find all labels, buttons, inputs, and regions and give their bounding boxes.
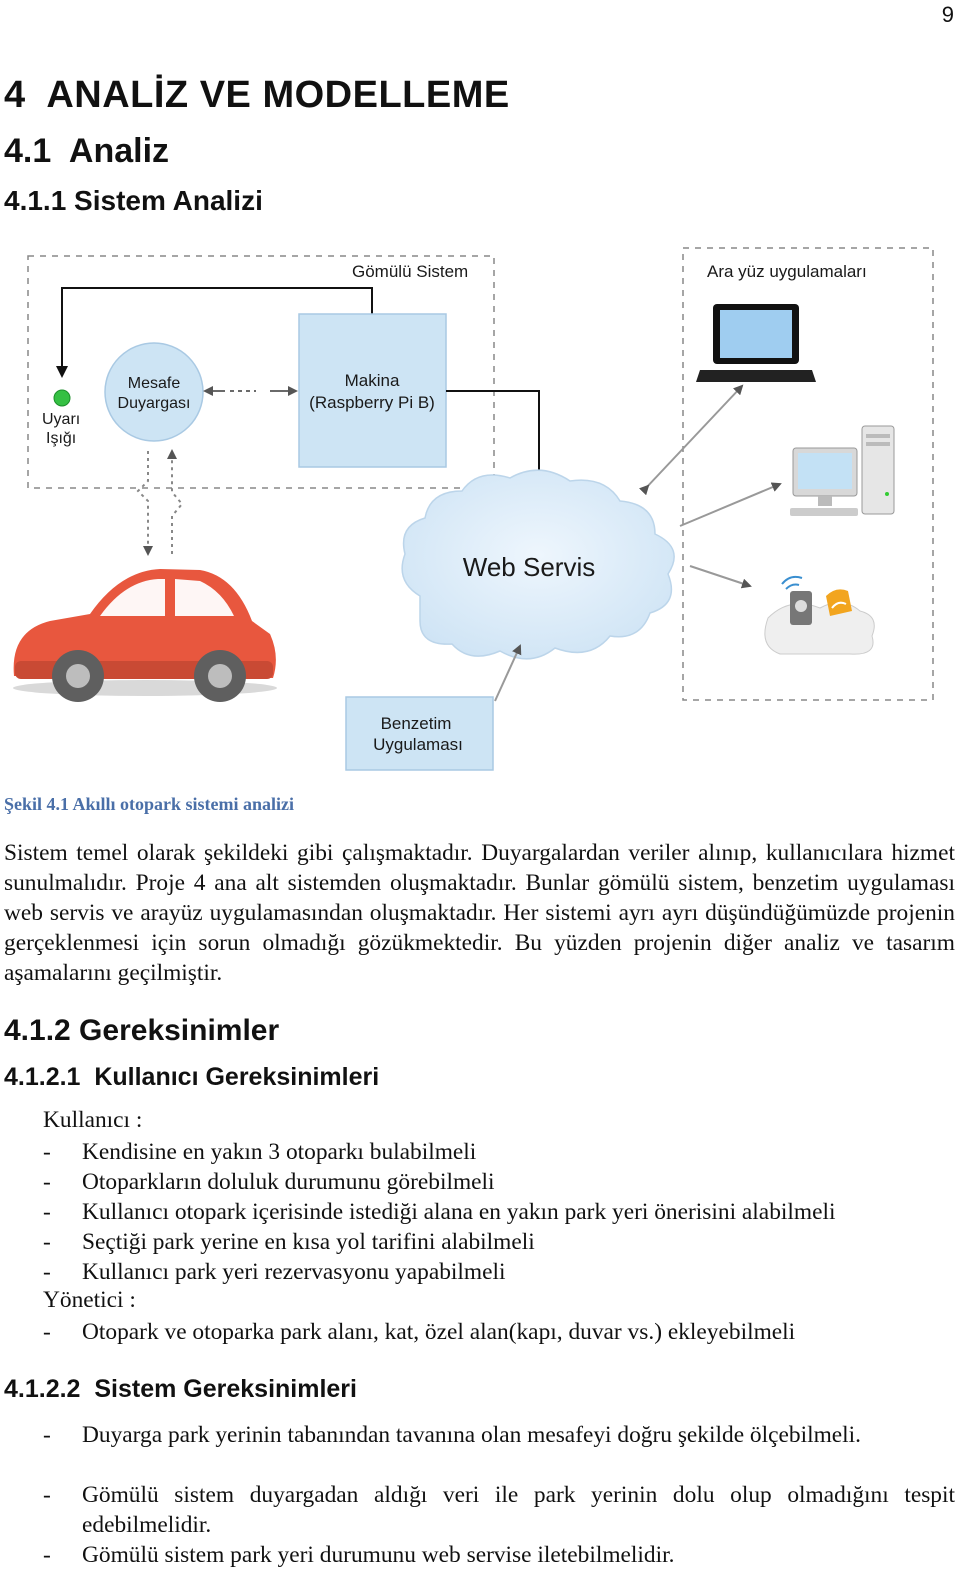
list-item: - Duyarga park yerinin tabanından tavanı… [43, 1420, 955, 1450]
chapter-heading: 4 ANALİZ VE MODELLEME [4, 74, 510, 116]
machine-node [298, 313, 447, 468]
list-dash: - [43, 1199, 51, 1225]
system-item-2: Gömülü sistem duyargadan aldığı veri ile… [82, 1482, 955, 1538]
system-analysis-diagram: Gömülü Sistem Ara yüz uygulamaları Uyarı… [13, 247, 934, 771]
desktop-icon [790, 425, 895, 516]
user-item-3: Kullanıcı otopark içerisinde istediği al… [82, 1199, 836, 1225]
user-item-1: Kendisine en yakın 3 otoparkı bulabilmel… [82, 1139, 477, 1165]
list-item: - Otoparkların doluluk durumunu görebilm… [43, 1167, 955, 1197]
list-item: - Gömülü sistem park yeri durumunu web s… [43, 1540, 955, 1570]
warning-light-icon [53, 389, 71, 407]
machine-label-2: (Raspberry Pi B) [309, 393, 435, 412]
list-dash: - [43, 1422, 51, 1448]
user-item-5: Kullanıcı park yeri rezervasyonu yapabil… [82, 1259, 506, 1285]
user-item-4: Seçtiği park yerine en kısa yol tarifini… [82, 1229, 535, 1255]
list-item: - Gömülü sistem duyargadan aldığı veri i… [43, 1480, 955, 1540]
web-service-label: Web Servis [463, 552, 595, 582]
list-dash: - [43, 1229, 51, 1255]
figure-caption: Şekil 4.1 Akıllı otopark sistemi analizi [4, 794, 295, 814]
user-item-2: Otoparkların doluluk durumunu görebilmel… [82, 1169, 495, 1195]
machine-to-web-line [446, 390, 545, 488]
admin-label: Yönetici : [43, 1287, 136, 1313]
list-dash: - [43, 1542, 51, 1568]
web-service-cloud [401, 469, 675, 660]
system-item-1: Duyarga park yerinin tabanından tavanına… [82, 1422, 861, 1448]
machine-to-light-line [56, 287, 373, 378]
interface-apps-boundary [682, 247, 934, 701]
list-dash: - [43, 1482, 51, 1508]
embedded-system-boundary [27, 255, 495, 489]
list-item: - Seçtiği park yerine en kısa yol tarifi… [43, 1227, 955, 1257]
page-number: 9 [941, 2, 954, 27]
mobile-devices-icon [764, 575, 875, 655]
car-icon [13, 569, 277, 702]
system-item-3: Gömülü sistem park yeri durumunu web ser… [82, 1542, 675, 1568]
list-item: - Kullanıcı otopark içerisinde istediği … [43, 1197, 955, 1227]
simulation-label-2: Uygulaması [373, 735, 463, 754]
list-item: - Kullanıcı park yeri rezervasyonu yapab… [43, 1257, 955, 1287]
interface-apps-label: Ara yüz uygulamaları [707, 262, 867, 281]
sensor-label-2: Duyargası [118, 395, 191, 412]
list-item: - Kendisine en yakın 3 otoparkı bulabilm… [43, 1137, 955, 1167]
subsection-heading: 4.1.1 Sistem Analizi [4, 185, 263, 216]
warning-light-label-1: Uyarı [42, 411, 80, 428]
system-requirements-heading: 4.1.2.2 Sistem Gereksinimleri [4, 1375, 357, 1403]
list-dash: - [43, 1319, 51, 1345]
sensor-label-1: Mesafe [128, 375, 181, 392]
warning-light-label-2: Işığı [46, 430, 76, 447]
user-label: Kullanıcı : [43, 1107, 143, 1133]
list-dash: - [43, 1259, 51, 1285]
embedded-system-label: Gömülü Sistem [352, 262, 468, 281]
section-heading: 4.1 Analiz [4, 132, 170, 170]
laptop-icon [696, 304, 816, 382]
sensor-node [104, 342, 204, 442]
user-requirements-heading: 4.1.2.1 Kullanıcı Gereksinimleri [4, 1063, 380, 1091]
requirements-heading: 4.1.2 Gereksinimler [4, 1014, 280, 1047]
simulation-label-1: Benzetim [381, 714, 452, 733]
list-dash: - [43, 1139, 51, 1165]
body-paragraph: Sistem temel olarak şekildeki gibi çalış… [4, 840, 955, 986]
admin-item-1: Otopark ve otoparka park alanı, kat, öze… [82, 1319, 796, 1345]
simulation-node [345, 696, 494, 771]
list-dash: - [43, 1169, 51, 1195]
list-item: - Otopark ve otoparka park alanı, kat, ö… [43, 1317, 955, 1347]
machine-label-1: Makina [345, 371, 400, 390]
